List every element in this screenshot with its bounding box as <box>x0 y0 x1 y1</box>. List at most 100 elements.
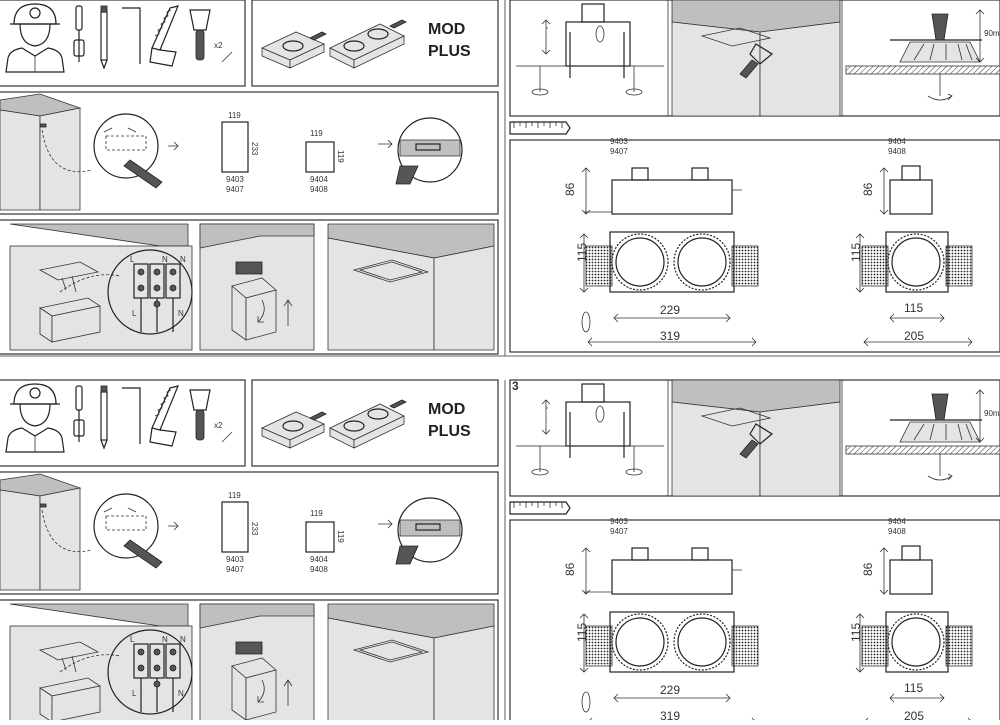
terminal-block-magnifier: L N N L N <box>107 629 193 715</box>
double-box-elevation: 9403 9407 86 <box>563 137 742 215</box>
box-insert-drawing <box>199 223 315 351</box>
cutout-small-code-1: 9404 <box>310 175 328 184</box>
cutout-square <box>305 521 335 553</box>
cutout-small-width: 119 <box>310 509 323 518</box>
double-box-plan: 115 229 319 <box>575 231 759 347</box>
trimless-box-double-icon <box>329 19 407 69</box>
pencil-icon <box>100 385 108 450</box>
terminal-label-5: N <box>178 689 184 698</box>
cutout-large-code-1: 9403 <box>226 555 244 564</box>
tools-panel <box>0 379 246 467</box>
terminal-label-5: N <box>178 309 184 318</box>
dims-single-outer-width: 205 <box>904 709 924 720</box>
cutout-large-width: 119 <box>228 491 241 500</box>
dims-double-inner-width: 229 <box>660 303 680 317</box>
cutout-large-code-2: 9407 <box>226 565 244 574</box>
terminal-label-4: L <box>132 689 137 698</box>
dims-double-depth: 115 <box>575 243 589 262</box>
dims-double-code-1: 9403 <box>610 137 628 146</box>
cutout-small-height: 119 <box>336 530 345 543</box>
screw-icon <box>221 51 233 63</box>
dims-single-outer-width: 205 <box>904 329 924 343</box>
cutout-small-code-2: 9408 <box>310 565 328 574</box>
putty-knife-icon <box>189 389 211 441</box>
terminal-block-magnifier: L N N L N <box>107 249 193 335</box>
ceiling-cutout-drawing <box>0 93 93 211</box>
dimensions-panel <box>509 519 1000 725</box>
worker-with-helmet-icon <box>5 3 65 73</box>
cutout-large-width: 119 <box>228 111 241 120</box>
saw-icon <box>149 5 180 67</box>
single-box-elevation: 9404 9408 86 <box>861 517 933 595</box>
mount-height-label: 90m <box>984 409 1000 418</box>
dims-single-height: 86 <box>861 182 875 196</box>
cutout-small-code-2: 9408 <box>310 185 328 194</box>
terminal-label-1: L <box>130 635 135 644</box>
lamp-insert-drawing <box>845 389 1000 481</box>
arrow-icon <box>378 519 393 529</box>
lamp-insert-drawing <box>845 9 1000 101</box>
cutout-large-height: 233 <box>250 142 259 156</box>
magnifier-marking-icon <box>93 493 179 569</box>
dims-double-outer-width: 319 <box>660 329 680 343</box>
screwdriver-icon <box>73 5 85 62</box>
cutout-large-code-1: 9403 <box>226 175 244 184</box>
double-box-elevation: 9403 9407 86 <box>563 517 742 595</box>
dims-double-code-2: 9407 <box>610 147 628 156</box>
dims-single-inner-width: 115 <box>904 681 923 695</box>
wiring-step-drawing <box>9 603 193 725</box>
pencil-icon <box>100 5 108 70</box>
dims-double-height: 86 <box>563 182 577 196</box>
trimless-box-double-icon <box>329 399 407 449</box>
brand-mod: MOD <box>428 401 465 418</box>
box-insert-drawing <box>199 603 315 725</box>
single-box-plan: 115 115 205 <box>849 611 973 725</box>
cutout-small-code-1: 9404 <box>310 555 328 564</box>
dims-single-depth: 115 <box>849 243 863 262</box>
brand-plus: PLUS <box>428 423 471 440</box>
dims-single-depth: 115 <box>849 623 863 642</box>
sheet-copy-bottom: x2 MOD PLUS <box>0 379 1000 725</box>
terminal-label-1: L <box>130 255 135 264</box>
double-box-plan: 115 229 319 <box>575 611 759 725</box>
single-box-elevation: 9404 9408 86 <box>861 137 933 215</box>
cutout-rectangle <box>221 501 249 553</box>
putty-finish-drawing <box>671 0 841 117</box>
cutout-small-height: 119 <box>336 150 345 163</box>
sheet-copy-top: x2 MOD PLUS <box>0 0 1000 357</box>
dims-double-code-2: 9407 <box>610 527 628 536</box>
dims-double-depth: 115 <box>575 623 589 642</box>
terminal-label-3: N <box>180 255 186 264</box>
screwdriver-icon <box>73 385 85 442</box>
cutout-large-height: 233 <box>250 522 259 536</box>
finished-installation-drawing <box>327 603 495 725</box>
cutout-large-code-2: 9407 <box>226 185 244 194</box>
arrow-icon <box>378 139 393 149</box>
worker-with-helmet-icon <box>5 383 65 453</box>
dims-double-outer-width: 319 <box>660 709 680 720</box>
quantity-label: x2 <box>214 421 223 430</box>
brand-mod: MOD <box>428 21 465 38</box>
ceiling-cutout-drawing <box>0 473 93 591</box>
saw-icon <box>149 385 180 447</box>
ruler-icon <box>509 121 571 135</box>
dims-single-code-1: 9404 <box>888 517 906 526</box>
dims-single-code-2: 9408 <box>888 147 906 156</box>
dims-single-height: 86 <box>861 562 875 576</box>
dims-single-code-2: 9408 <box>888 527 906 536</box>
allen-key-icon <box>122 387 141 444</box>
putty-knife-icon <box>189 9 211 61</box>
dims-double-height: 86 <box>563 562 577 576</box>
dims-double-code-1: 9403 <box>610 517 628 526</box>
magnifier-marking-icon <box>93 113 179 189</box>
trimless-box-single-icon <box>261 31 327 69</box>
putty-finish-drawing <box>671 379 841 497</box>
dims-single-inner-width: 115 <box>904 301 923 315</box>
dims-double-inner-width: 229 <box>660 683 680 697</box>
tools-panel <box>0 0 246 87</box>
terminal-label-2: N <box>162 635 168 644</box>
trimless-box-single-icon <box>261 411 327 449</box>
terminal-label-3: N <box>180 635 186 644</box>
terminal-label-2: N <box>162 255 168 264</box>
